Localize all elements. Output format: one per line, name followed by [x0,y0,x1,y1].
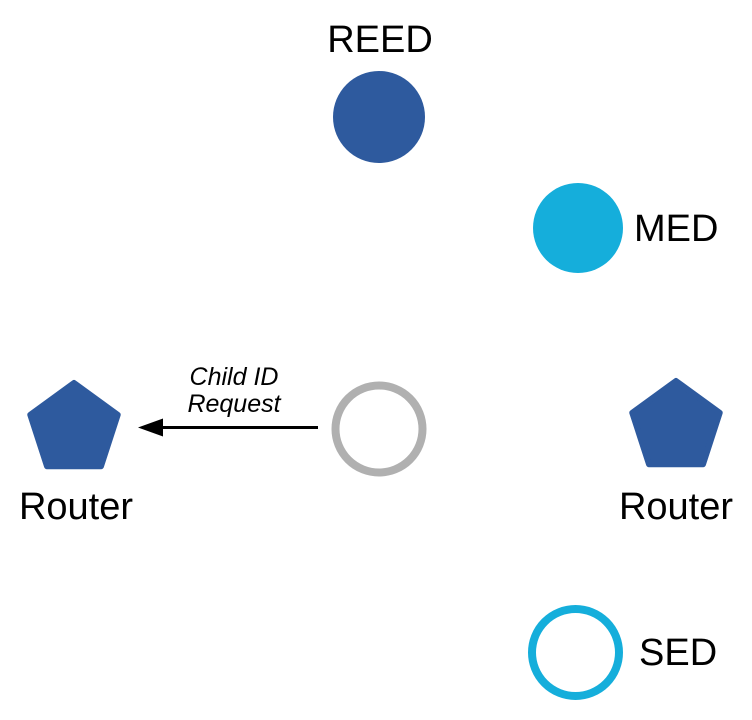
router-right-pentagon [629,378,723,468]
reed-node-label: REED [327,19,433,61]
router-right-label: Router [619,486,733,528]
med-node-circle [533,183,623,273]
router-left-label: Router [19,486,133,528]
reed-node-circle [333,71,425,163]
joining-node-circle [331,381,427,477]
router-left-pentagon [27,380,121,470]
sed-node-circle [528,605,623,700]
child-id-request-arrowhead [138,418,163,437]
med-node-label: MED [634,208,718,250]
child-id-request-annotation-line1: Child ID [190,363,279,391]
sed-node-label: SED [639,632,717,674]
child-id-request-annotation-line2: Request [187,390,281,418]
